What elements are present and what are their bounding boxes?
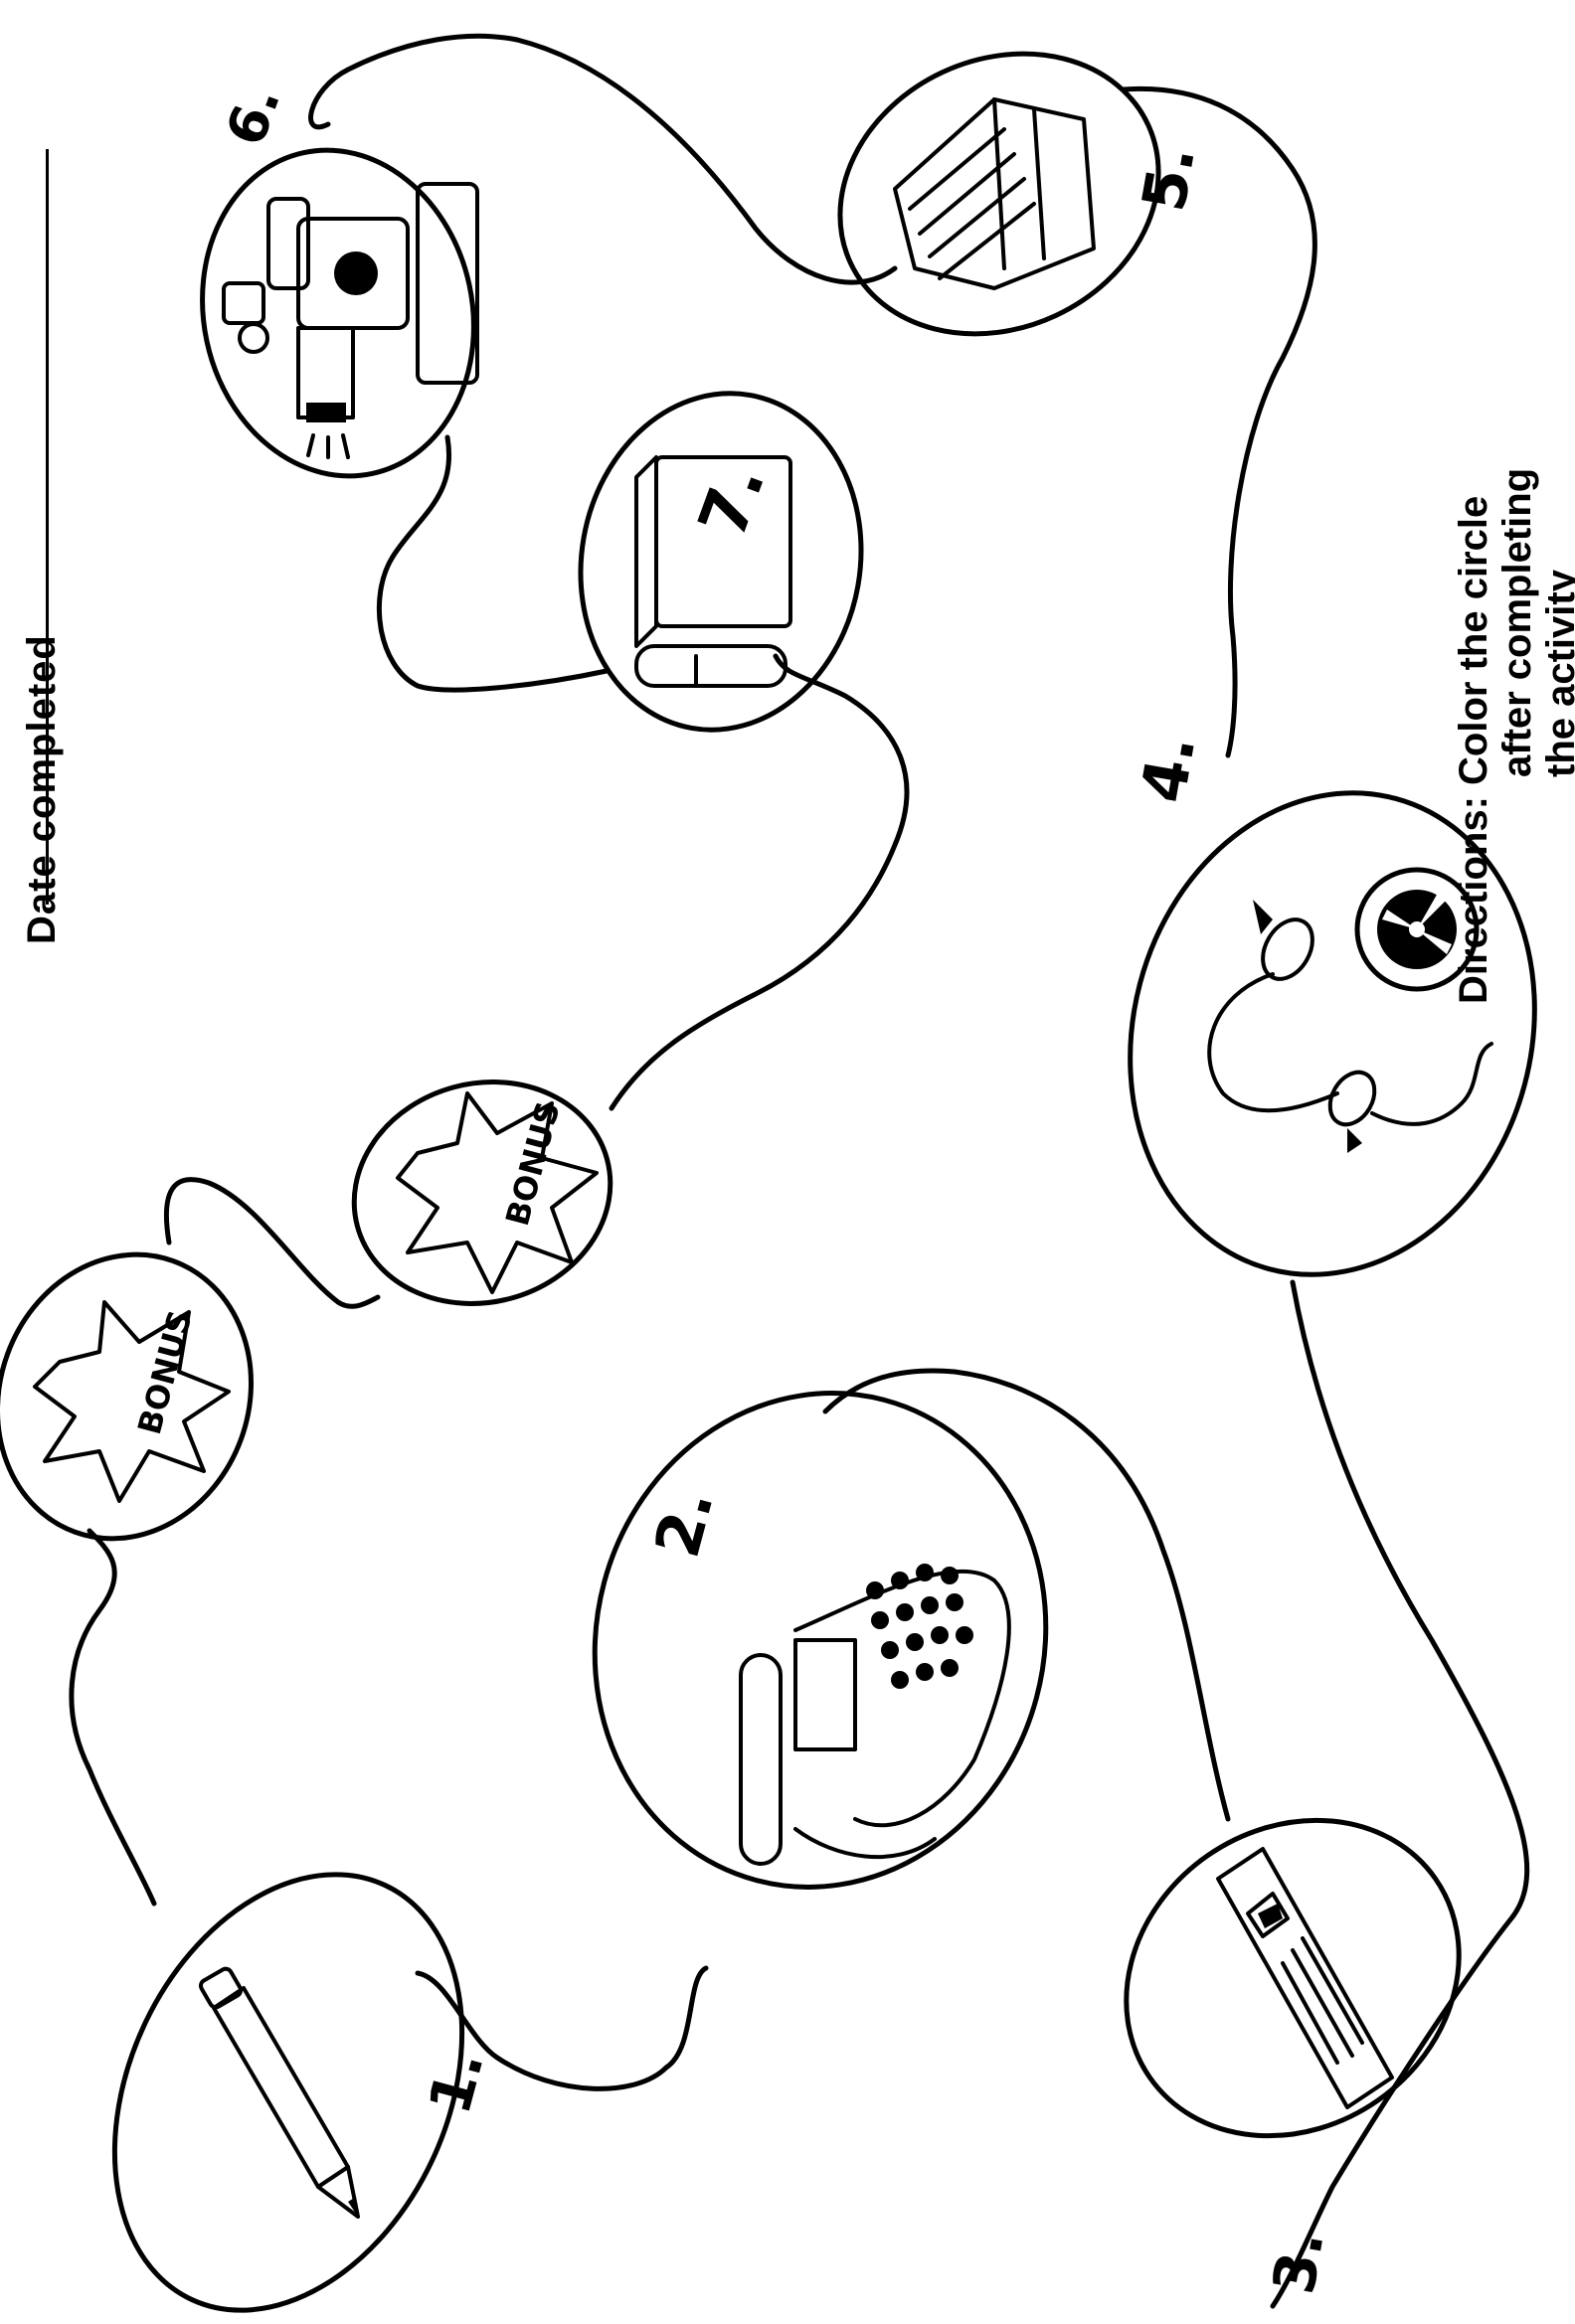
station-5-number: 5. bbox=[1130, 141, 1209, 217]
headphones-reel-icon bbox=[1209, 870, 1491, 1153]
station-5[interactable]: 5. bbox=[793, 3, 1209, 385]
station-6[interactable]: 6. bbox=[173, 78, 504, 501]
station-6-number: 6. bbox=[214, 78, 292, 153]
bonus-station-2[interactable]: BONUS bbox=[0, 1219, 290, 1575]
pencil-icon bbox=[199, 1967, 358, 2217]
station-3[interactable]: 3. bbox=[1065, 1756, 1521, 2299]
station-1-number: 1. bbox=[416, 2044, 497, 2121]
station-7-number: 7. bbox=[684, 454, 781, 547]
projector-icon bbox=[224, 184, 477, 457]
station-7[interactable]: 7. bbox=[555, 371, 888, 751]
station-2[interactable]: 2. bbox=[540, 1342, 1101, 1937]
station-2-number: 2. bbox=[640, 1482, 728, 1565]
station-1[interactable]: 1. bbox=[48, 1818, 529, 2324]
envelope-icon bbox=[1218, 1849, 1392, 2107]
station-4[interactable]: 4. bbox=[1077, 730, 1575, 1320]
stack-of-books-icon bbox=[895, 99, 1094, 288]
station-3-number: 3. bbox=[1260, 2226, 1337, 2298]
station-4-number: 4. bbox=[1127, 730, 1209, 807]
winding-path bbox=[72, 36, 1527, 2306]
bonus-station-1[interactable]: BONUS bbox=[329, 1054, 635, 1332]
